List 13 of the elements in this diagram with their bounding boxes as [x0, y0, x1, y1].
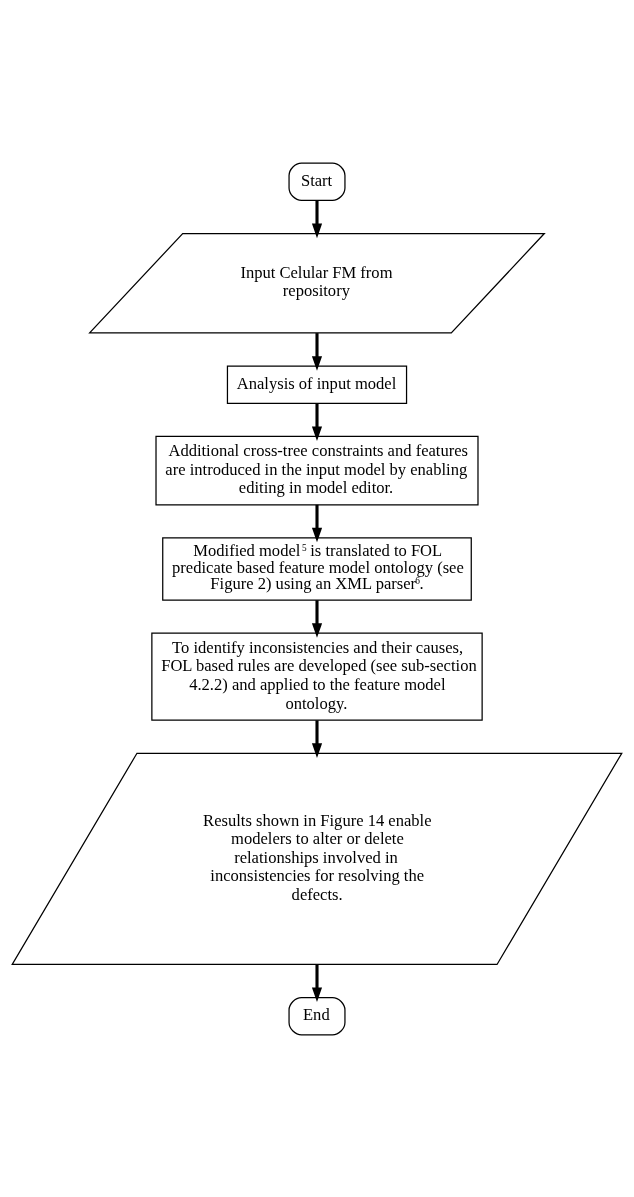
node-box: To identify inconsistencies and their causes, FOL based rules are developed (see sub-section 4.2.2) and applied to the feature model ontology.: [151, 632, 483, 721]
arrow: [311, 719, 323, 758]
node-box: Start: [288, 162, 346, 201]
arrow: [311, 504, 323, 542]
arrow: [311, 964, 323, 1002]
arrow: [311, 200, 323, 238]
node-box: Analysis of input model: [226, 364, 408, 404]
arrow: [311, 403, 323, 441]
node-box: Additional cross-tree constraints and features are introduced in the input model by enabling editing in model editor.: [155, 435, 479, 505]
node-box: Modified model$^{5}$ is translated to FOL predicate based feature model ontology (see Figure 2) using an XML parser$^{6}$.: [162, 536, 472, 601]
arrow: [311, 599, 323, 638]
arrow: [311, 332, 323, 371]
node-box: End: [288, 996, 346, 1035]
